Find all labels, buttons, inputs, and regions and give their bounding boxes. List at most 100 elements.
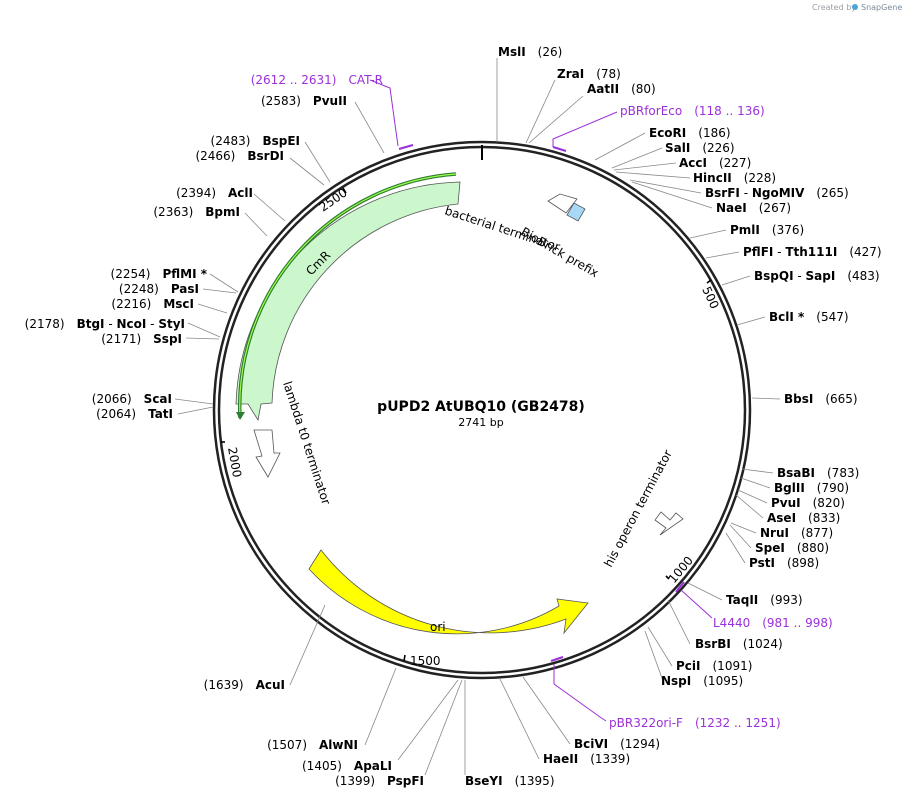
leader-asei xyxy=(735,494,764,519)
site-bsabi: BsaBI(783) xyxy=(777,466,859,480)
site-nspi: NspI(1095) xyxy=(661,674,743,688)
tick-mark-500 xyxy=(706,279,712,284)
site-btgi-ncoi-styi: (2178)BtgI - NcoI - StyI xyxy=(25,317,185,331)
site-acci: AccI(227) xyxy=(679,156,751,170)
feature-cmr-primer-head xyxy=(236,412,245,420)
site-bspei: (2483)BspEI xyxy=(211,134,300,148)
primer-mark-pbr322ori-f xyxy=(550,656,564,662)
leader-msci xyxy=(197,303,228,314)
leader-pcii xyxy=(647,626,673,667)
primer-mark-cat-r xyxy=(398,144,414,150)
leader-bglii xyxy=(740,477,771,489)
tick-mark-2500 xyxy=(342,187,347,194)
leader-sali xyxy=(611,147,663,169)
feature-label-lambda-t0-terminator: lambda t0 terminator xyxy=(280,380,333,507)
site-bspqi-sapi: BspQI - SapI(483) xyxy=(754,269,880,283)
site-zrai: ZraI(78) xyxy=(557,67,621,81)
site-haeii: HaeII(1339) xyxy=(543,752,630,766)
leader-haeii xyxy=(499,678,540,760)
site-bcivi: BciVI(1294) xyxy=(574,737,660,751)
backbone-outer-circle xyxy=(212,140,752,680)
site-taqii: TaqII(993) xyxy=(726,593,803,607)
feature-cmr-primer-highlight xyxy=(239,173,457,419)
leader-acci xyxy=(613,162,677,171)
site-bsrdi: (2466)BsrDI xyxy=(195,149,284,163)
primer-mark-pbrforeco xyxy=(552,146,567,152)
tick-marks xyxy=(221,187,712,662)
site-acui: (1639)AcuI xyxy=(204,678,285,692)
leader-pasi xyxy=(202,288,237,294)
leader-hincii xyxy=(615,171,691,179)
primer-pbrforeco: pBRforEco(118 .. 136) xyxy=(620,104,765,118)
primer-marks xyxy=(398,144,685,662)
leader-pmli xyxy=(689,229,727,239)
leader-bsrdi xyxy=(289,157,325,186)
plasmid-name: pUPD2 AtUBQ10 (GB2478) xyxy=(377,399,585,415)
primer-mark-l4440 xyxy=(675,581,685,593)
feature-bacterial-terminator-arrow xyxy=(547,193,578,214)
site-sspi: (2171)SspI xyxy=(101,332,182,346)
leader-scai xyxy=(174,398,214,405)
feature-label-his-operon-terminator: his operon terminator xyxy=(601,448,675,570)
site-tati: (2064)TatI xyxy=(96,407,173,421)
site-bpmi: (2363)BpmI xyxy=(153,205,240,219)
leader-psti xyxy=(725,532,746,564)
feature-biobrick-prefix-box xyxy=(566,202,586,222)
leader-aatii xyxy=(528,95,584,144)
leader-pflfi xyxy=(705,251,740,259)
primer-leader-pbrforeco xyxy=(552,111,618,147)
leader-bpmi xyxy=(244,212,268,237)
tick-label-1500: 1500 xyxy=(410,654,441,668)
leader-nspi xyxy=(644,630,664,682)
leader-bbsi xyxy=(751,397,781,400)
leader-bcli xyxy=(736,316,766,326)
site-bglii: BglII(790) xyxy=(774,481,849,495)
leader-pspfi xyxy=(424,679,463,776)
primer-leader-cat-r xyxy=(369,79,399,147)
leader-sspi xyxy=(185,337,220,340)
leader-ecori xyxy=(594,132,646,161)
site-psti: PstI(898) xyxy=(749,556,819,570)
site-pcii: PciI(1091) xyxy=(676,659,752,673)
site-acli: (2394)AclI xyxy=(176,186,253,200)
leader-bspei xyxy=(304,141,331,183)
site-bcli: BclI *(547) xyxy=(769,310,849,324)
tick-mark-1500 xyxy=(403,654,406,662)
leader-bsabi xyxy=(741,468,774,474)
site-pvui: PvuI(820) xyxy=(771,496,845,510)
leader-acli xyxy=(253,193,286,222)
primer-l4440: L4440(981 .. 998) xyxy=(713,616,833,630)
site-nrui: NruI(877) xyxy=(760,526,833,540)
feature-label-ori: ori xyxy=(430,620,446,634)
site-pspfi: (1399)PspFI xyxy=(335,774,424,788)
leader-apali xyxy=(397,679,459,761)
feature-cmr-arrow xyxy=(235,181,461,422)
primer-leader-lines xyxy=(369,79,713,722)
site-bsrbi: BsrBI(1024) xyxy=(695,637,783,651)
leader-spei xyxy=(729,524,752,549)
site-pflmi: (2254)PflMI * xyxy=(111,267,208,281)
leader-btgi xyxy=(187,322,221,338)
site-apali: (1405)ApaLI xyxy=(302,759,392,773)
site-hincii: HincII(228) xyxy=(693,171,776,185)
leader-pvuii xyxy=(354,101,385,154)
site-ecori: EcoRI(186) xyxy=(649,126,731,140)
leader-naei xyxy=(631,181,713,209)
site-bbsi: BbsI(665) xyxy=(784,392,858,406)
primer-leader-pbr322ori-f xyxy=(553,664,607,722)
leader-tati xyxy=(177,406,214,415)
leader-acui xyxy=(289,604,326,686)
site-pflfi-tth111i: PflFI - Tth111I(427) xyxy=(743,245,882,259)
site-pmli: PmlI(376) xyxy=(730,223,804,237)
site-leader-lines xyxy=(174,58,781,776)
site-mslI: MslI(26) xyxy=(498,45,562,59)
leader-bcivi xyxy=(522,676,571,745)
feature-ori-arrow xyxy=(308,549,589,635)
primer-cat-r: (2612 .. 2631)CAT-R xyxy=(251,73,383,87)
site-bseyi: BseYI(1395) xyxy=(465,774,555,788)
site-alwni: (1507)AlwNI xyxy=(267,738,358,752)
leader-bspqi xyxy=(721,275,751,286)
plasmid-length: 2741 bp xyxy=(458,416,503,429)
snapgene-label: SnapGene xyxy=(861,3,902,12)
